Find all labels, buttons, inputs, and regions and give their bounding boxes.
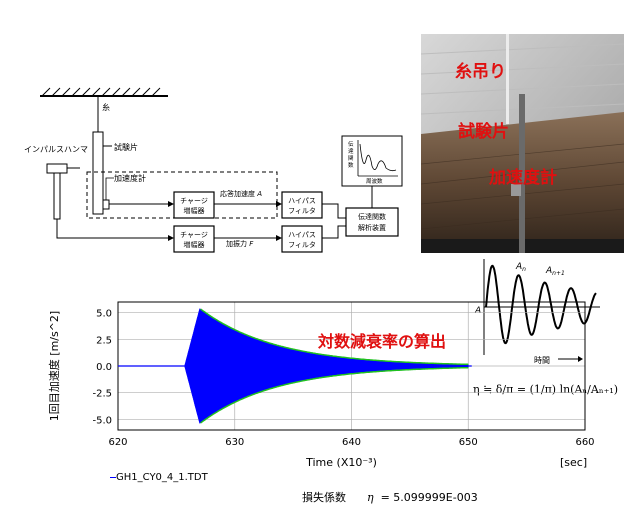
y-tick-label: -5.0 (92, 415, 112, 426)
tf-axis-char-4: 数 (348, 161, 354, 169)
hpf-1-text-a: ハイパス (288, 197, 316, 205)
acceleration-chart: 620 630 640 650 660 5.0 2.5 0.0 -2.5 -5.0 1回目加速度… (47, 301, 595, 469)
frequency-response-curve (359, 143, 397, 172)
hammer-label: インパルスハンマ (24, 145, 88, 154)
x-tick-label: 650 (459, 437, 478, 448)
specimen-bar (92, 131, 104, 215)
decay-curve (485, 264, 597, 345)
sketch-amp-n: An (515, 262, 526, 273)
sketch-y-label: A (474, 306, 481, 316)
setup-diagram: 糸 試験片 加速度計 インパルスハンマ チャージ 増幅器 チャージ 増幅器 応答… (24, 87, 403, 253)
x-axis-label: Time (X10⁻³) (305, 456, 377, 469)
hpf-2-text-b: フィルタ (288, 240, 316, 249)
tf-axis-label: 伝 達 関 数 (348, 140, 354, 169)
photo-label-string: 糸吊り (455, 62, 506, 82)
tf-axis-char-2: 達 (348, 147, 354, 155)
x-tick-labels: 620 630 640 650 660 (108, 437, 594, 448)
analyzer-text-b: 解析装置 (358, 223, 386, 232)
response-accel-label: 応答加速度 A (220, 189, 262, 198)
tf-axis-char-1: 伝 (348, 140, 354, 148)
y-tick-label: 2.5 (96, 335, 112, 346)
tf-axis-char-3: 関 (348, 155, 354, 162)
sketch-amp-n1: An+1 (545, 266, 565, 277)
hammer-head (46, 163, 68, 174)
chart-title: 対数減衰率の算出 (318, 332, 447, 351)
specimen-label: 試験片 (114, 142, 138, 152)
experiment-photo: 糸吊り 試験片 加速度計 (421, 34, 624, 253)
x-tick-label: 630 (225, 437, 244, 448)
photo-image (421, 34, 624, 253)
decay-sketch: A An An+1 時間 (474, 259, 600, 365)
sketch-x-label: 時間 (534, 356, 550, 365)
envelope-lower (200, 366, 469, 424)
force-label: 加振力 F (226, 239, 254, 248)
hpf-1-text-b: フィルタ (288, 206, 316, 215)
loss-symbol: η (366, 491, 374, 504)
charge-amp-1-text-a: チャージ (180, 197, 208, 205)
analyzer-screen (341, 135, 403, 187)
highpass-filter-2 (281, 225, 323, 253)
loss-factor-readout: 損失係数 η = 5.099999E-003 (302, 489, 478, 505)
charge-amplifier-2 (173, 225, 215, 253)
envelope-upper (200, 308, 469, 366)
x-tick-label: 640 (342, 437, 361, 448)
hpf-2-text-a: ハイパス (288, 231, 316, 239)
analyzer-text-a: 伝達関数 (358, 212, 386, 221)
x-tick-label: 620 (108, 437, 127, 448)
hammer-handle (53, 172, 61, 220)
accelerometer-label: 加速度計 (114, 173, 146, 183)
x-tick-label: 660 (575, 437, 594, 448)
legend-label: GH1_CY0_4_1.TDT (116, 472, 208, 483)
loss-label: 損失係数 (302, 491, 346, 504)
y-axis-label: 1回目加速度 [m/s^2] (47, 311, 61, 421)
freq-axis-label: 周波数 (366, 177, 383, 185)
string-label: 糸 (102, 102, 110, 112)
legend-swatch (110, 476, 116, 478)
transfer-function-analyzer (345, 207, 399, 237)
ceiling-hatch (41, 87, 161, 97)
highpass-filter-1 (281, 191, 323, 219)
charge-amp-2-text-a: チャージ (180, 231, 208, 239)
y-tick-label: -2.5 (92, 389, 112, 400)
charge-amp-1-text-b: 増幅器 (184, 206, 205, 215)
charge-amp-2-text-b: 増幅器 (184, 240, 205, 249)
legend-entry: GH1_CY0_4_1.TDT (110, 472, 208, 483)
y-tick-labels: 5.0 2.5 0.0 -2.5 -5.0 (92, 309, 112, 427)
photo-label-accelerometer: 加速度計 (489, 168, 557, 188)
y-tick-label: 5.0 (96, 309, 112, 320)
loss-value: = 5.099999E-003 (380, 491, 478, 504)
y-tick-label: 0.0 (96, 362, 112, 373)
charge-amplifier-1 (173, 191, 215, 219)
accelerometer-block (102, 199, 110, 210)
x-axis-unit: [sec] (560, 456, 587, 469)
photo-label-specimen: 試験片 (458, 122, 509, 142)
